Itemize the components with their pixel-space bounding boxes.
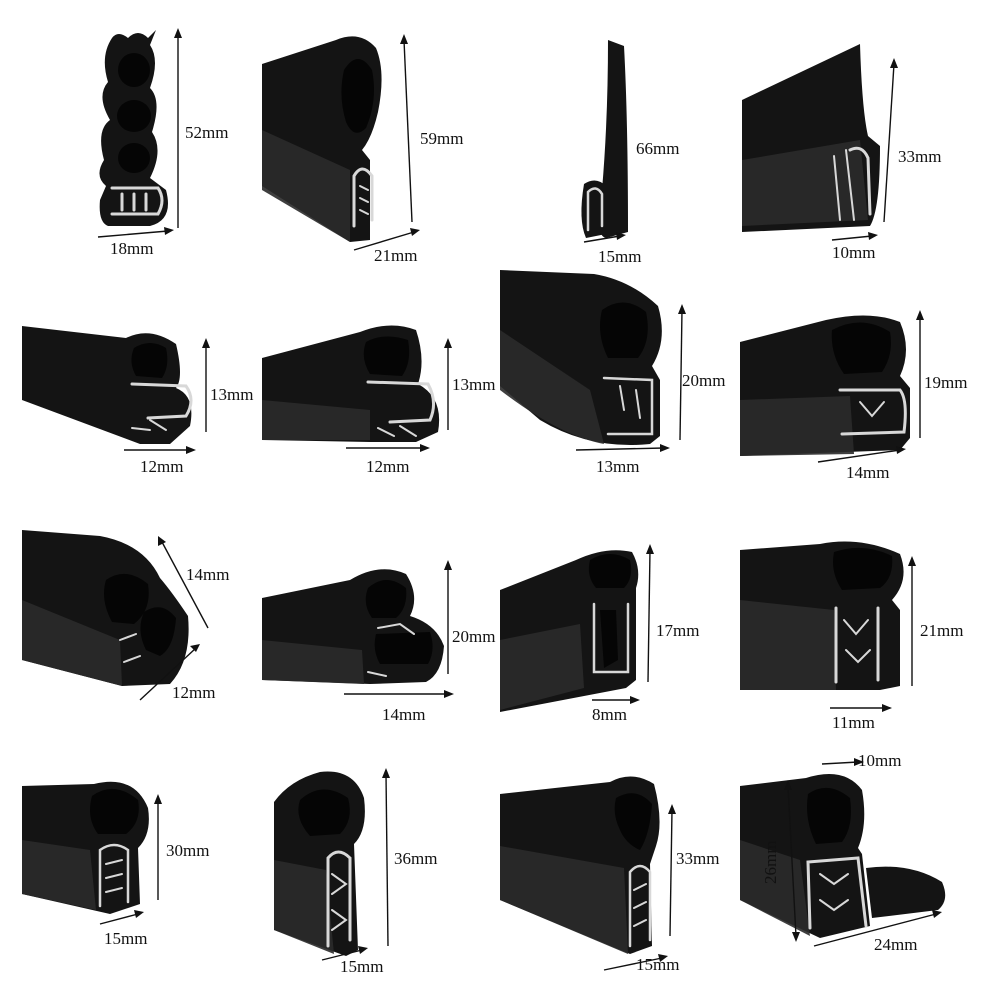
- seal-item-1: 52mm 18mm: [0, 0, 250, 257]
- dimension-label-height: 19mm: [924, 373, 968, 392]
- dimension-label-height: 33mm: [898, 147, 942, 166]
- seal-profile-image: [581, 40, 628, 243]
- seal-profile-image: [500, 544, 654, 712]
- dimension-label-width: 13mm: [596, 457, 640, 476]
- dimension-label-height: 14mm: [186, 565, 230, 584]
- seal-profile-image: [97, 28, 182, 238]
- seal-item-8: 19mm 14mm: [740, 250, 1000, 500]
- dimension-label-width: 11mm: [832, 713, 875, 732]
- dimension-label-height: 21mm: [920, 621, 964, 640]
- dimension-label-width: 21mm: [374, 246, 418, 265]
- seal-profile-image: [262, 560, 454, 698]
- dimension-label-width: 15mm: [340, 957, 384, 976]
- dimension-label-width: 12mm: [172, 683, 216, 702]
- dimension-label-height: 59mm: [420, 129, 464, 148]
- seal-item-15: 33mm 15mm: [500, 750, 750, 1000]
- dimension-label-width: 18mm: [110, 239, 154, 258]
- dimension-label-width: 12mm: [140, 457, 184, 476]
- dimension-label-height: 20mm: [682, 371, 726, 390]
- seal-profile-image: [740, 541, 916, 712]
- seal-item-2: 59mm 21mm: [250, 0, 500, 264]
- seal-item-9: 14mm 12mm: [0, 500, 250, 750]
- dimension-label-height: 26mm: [761, 840, 780, 884]
- seal-profile-image: [274, 768, 390, 961]
- seal-item-4: 33mm 10mm: [742, 0, 1000, 261]
- dimension-label-height: 52mm: [185, 123, 229, 142]
- seal-item-14: 36mm 15mm: [250, 750, 500, 1000]
- dimension-label-width: 15mm: [598, 247, 642, 266]
- seal-item-16: 10mm 26mm 24mm: [740, 750, 1000, 1000]
- seal-item-6: 13mm 12mm: [250, 250, 500, 500]
- dimension-label-height: 33mm: [676, 849, 720, 868]
- dimension-label-width: 15mm: [636, 955, 680, 974]
- dimension-label-height: 13mm: [452, 375, 496, 394]
- dimension-label-width: 12mm: [366, 457, 410, 476]
- seal-profile-image: [22, 326, 210, 454]
- seal-profile-image: [22, 530, 209, 701]
- seal-profile-image: [500, 270, 686, 452]
- dimension-label-width: 24mm: [874, 935, 918, 954]
- seal-profile-image: [262, 34, 420, 251]
- dimension-label-top: 10mm: [858, 751, 902, 770]
- seal-item-3: 66mm 15mm: [500, 0, 750, 265]
- seal-item-7: 20mm 13mm: [500, 250, 750, 500]
- dimension-label-height: 66mm: [636, 139, 680, 158]
- dimension-label-width: 8mm: [592, 705, 627, 724]
- dimension-label-height: 36mm: [394, 849, 438, 868]
- dimension-label-width: 14mm: [846, 463, 890, 482]
- seal-item-12: 21mm 11mm: [740, 500, 1000, 750]
- seal-item-5: 13mm 12mm: [0, 250, 254, 500]
- seal-item-10: 20mm 14mm: [250, 500, 500, 750]
- dimension-label-width: 14mm: [382, 705, 426, 724]
- seal-profile-image: [740, 310, 924, 463]
- seal-profile-image: [500, 776, 676, 971]
- dimension-label-width: 10mm: [832, 243, 876, 262]
- seal-profile-image: [742, 44, 898, 241]
- seal-profile-image: [22, 781, 162, 925]
- seal-profile-image: [740, 758, 946, 947]
- dimension-label-height: 20mm: [452, 627, 496, 646]
- dimension-label-height: 13mm: [210, 385, 254, 404]
- dimension-label-height: 30mm: [166, 841, 210, 860]
- seal-item-11: 17mm 8mm: [500, 500, 750, 750]
- seal-item-13: 30mm 15mm: [0, 750, 250, 1000]
- seal-profile-image: [262, 325, 452, 452]
- dimension-label-height: 17mm: [656, 621, 700, 640]
- dimension-label-width: 15mm: [104, 929, 148, 948]
